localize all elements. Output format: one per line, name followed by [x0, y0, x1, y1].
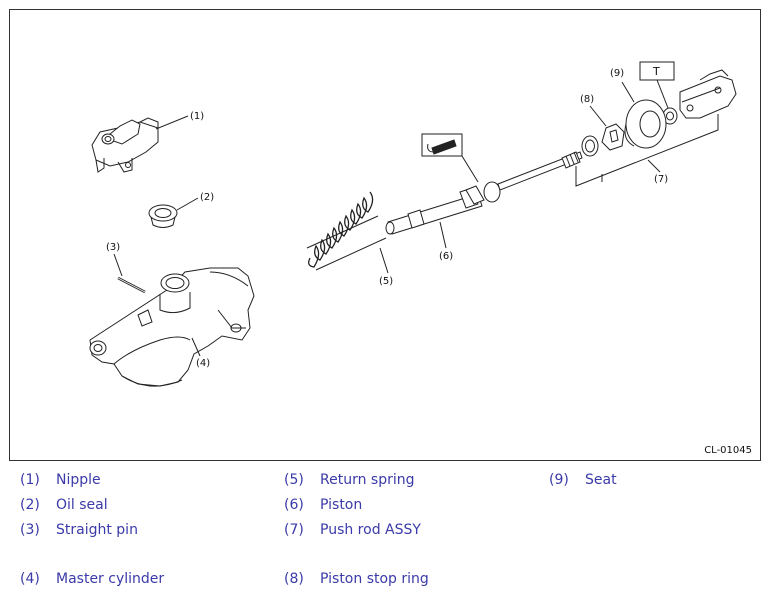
seat-part	[624, 99, 667, 149]
callout-3: (3)	[106, 242, 120, 253]
legend-item-seat: (9) Seat	[549, 472, 617, 488]
master-cylinder-part	[89, 267, 255, 387]
legend-label: Straight pin	[56, 522, 138, 538]
piston-part	[385, 181, 501, 235]
diagram-canvas: (1) (2) (3)	[89, 61, 737, 387]
leader-line-1	[155, 115, 189, 130]
legend-number: (7)	[284, 522, 304, 538]
legend-item-oil-seal: (2) Oil seal	[20, 497, 108, 513]
legend-item-return-spring: (5) Return spring	[284, 472, 415, 488]
legend-number: (8)	[284, 571, 304, 587]
legend-number: (9)	[549, 472, 569, 488]
legend-item-straight-pin: (3) Straight pin	[20, 522, 138, 538]
figure-code: CL-01045	[704, 445, 752, 456]
legend-item-master-cylinder: (4) Master cylinder	[20, 571, 164, 587]
piston-stop-ring-part	[581, 123, 625, 157]
callout-5: (5)	[379, 276, 393, 287]
callout-7: (7)	[654, 174, 668, 185]
torque-label: T	[652, 65, 660, 78]
legend-label: Piston	[320, 497, 363, 513]
legend-label: Master cylinder	[56, 571, 165, 587]
legend-number: (6)	[284, 497, 304, 513]
nipple-part	[91, 117, 159, 173]
oil-seal-part	[148, 204, 178, 228]
legend-label: Return spring	[320, 472, 415, 488]
callout-4: (4)	[196, 358, 210, 369]
legend-number: (3)	[20, 522, 40, 538]
callout-9: (9)	[610, 68, 624, 79]
straight-pin-part	[117, 276, 146, 294]
legend-number: (1)	[20, 472, 40, 488]
leader-line-5	[379, 247, 389, 274]
exploded-diagram: (1) (2) (3)	[9, 9, 761, 461]
legend-number: (5)	[284, 472, 304, 488]
callout-6: (6)	[439, 251, 453, 262]
legend-label: Oil seal	[56, 497, 108, 513]
legend-label: Piston stop ring	[320, 571, 429, 587]
legend-label: Nipple	[56, 472, 101, 488]
legend-label: Push rod ASSY	[320, 522, 421, 538]
leader-line-6	[439, 221, 447, 249]
callout-8: (8)	[580, 94, 594, 105]
legend-number: (2)	[20, 497, 40, 513]
return-spring-part	[306, 191, 387, 271]
leader-line-3	[113, 253, 123, 277]
leader-line-8	[589, 105, 607, 127]
callout-1: (1)	[190, 111, 204, 122]
bracket-7	[575, 114, 719, 187]
clevis-part	[679, 69, 737, 119]
torque-box: T	[639, 61, 675, 109]
leader-line-9	[621, 81, 635, 103]
push-rod-part	[497, 151, 583, 191]
legend-item-piston: (6) Piston	[284, 497, 362, 513]
legend-item-push-rod-assy: (7) Push rod ASSY	[284, 522, 421, 538]
leader-line-4	[191, 337, 201, 357]
leader-line-2	[176, 197, 199, 211]
legend-item-piston-stop-ring: (8) Piston stop ring	[284, 571, 429, 587]
legend-label: Seat	[585, 472, 617, 488]
callout-2: (2)	[200, 192, 214, 203]
leader-line-7	[647, 159, 661, 173]
legend-number: (4)	[20, 571, 40, 587]
legend-item-nipple: (1) Nipple	[20, 472, 101, 488]
grease-symbol-icon	[421, 133, 479, 183]
